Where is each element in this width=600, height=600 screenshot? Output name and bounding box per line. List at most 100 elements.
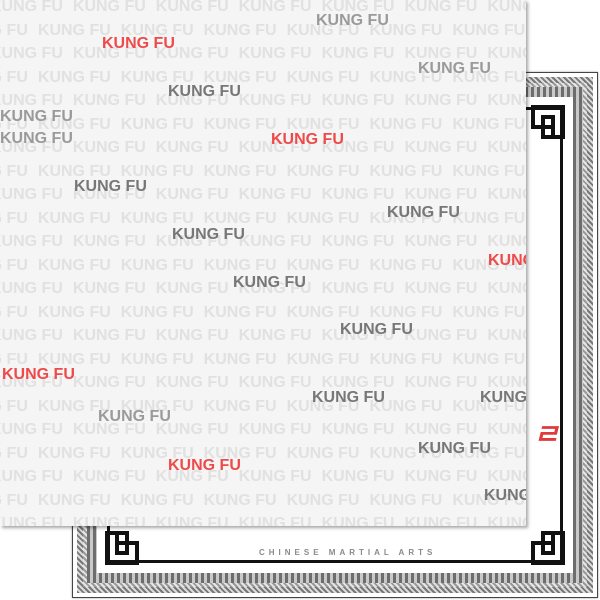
- pattern-text: KUNG FU: [203, 397, 277, 415]
- pattern-text: KUNG FU: [0, 280, 63, 297]
- pattern-text: KUNG FU: [72, 421, 146, 438]
- pattern-text: KUNG FU: [0, 139, 63, 156]
- pattern-text: KUNG FU: [452, 491, 526, 509]
- pattern-text: KUNG FU: [155, 45, 229, 62]
- pattern-text: KUNG FU: [72, 139, 146, 156]
- highlight-text: KUNG FU: [102, 35, 175, 52]
- pattern-text: KUNG FU: [369, 303, 443, 321]
- pattern-text: KUNG FU: [286, 162, 360, 180]
- pattern-text: KUNG FU: [286, 397, 360, 415]
- pattern-text: KUNG FU: [369, 444, 443, 462]
- pattern-text: KUNG FU: [155, 327, 229, 344]
- pattern-text: KUNG FU: [369, 21, 443, 39]
- pattern-text: KUNG FU: [0, 186, 63, 203]
- pattern-text: KUNG FU: [155, 421, 229, 438]
- pattern-text: KUNG FU: [286, 350, 360, 368]
- highlight-text: KUNG FU: [387, 204, 460, 221]
- pattern-text: KUNG FU: [37, 397, 111, 415]
- pattern-text: KUNG FU: [452, 350, 526, 368]
- pattern-text: KUNG FU: [286, 491, 360, 509]
- pattern-text: KUNG FU: [487, 421, 526, 438]
- pattern-text: KUNG FU: [321, 233, 395, 250]
- pattern-text: KUNG FU: [120, 21, 194, 39]
- pattern-text: KUNG FU: [238, 515, 312, 526]
- pattern-text: KUNG FU: [321, 327, 395, 344]
- pattern-text: KUNG FU: [238, 0, 312, 15]
- pattern-text: KUNG FU: [120, 397, 194, 415]
- pattern-text: KUNG FU: [321, 421, 395, 438]
- pattern-text: KUNG FU: [0, 21, 28, 39]
- pattern-text: KUNG FU: [72, 280, 146, 297]
- pattern-text: KUNG FU: [286, 209, 360, 227]
- pattern-text: KUNG FU: [0, 68, 28, 86]
- pattern-text: KUNG FU: [72, 327, 146, 344]
- pattern-text: KUNG FU: [487, 139, 526, 156]
- pattern-text: KUNG FU: [155, 139, 229, 156]
- pattern-text: KUNG FU: [120, 162, 194, 180]
- pattern-text: KUNG FU: [487, 327, 526, 344]
- pattern-text: KUNG FU: [369, 491, 443, 509]
- pattern-text: KUNG FU: [321, 280, 395, 297]
- pattern-text: KUNG FU: [321, 374, 395, 391]
- pattern-text: KUNG FU: [452, 397, 526, 415]
- pattern-text: KUNG FU: [487, 468, 526, 485]
- pattern-text: KUNG FU: [155, 92, 229, 109]
- pattern-text: KUNG FU: [404, 421, 478, 438]
- highlight-text: KUNG FU: [98, 408, 171, 425]
- pattern-text: KUNG FU: [487, 280, 526, 297]
- pattern-text: KUNG FU: [0, 374, 63, 391]
- pattern-text: KUNG FU: [238, 233, 312, 250]
- pattern-text: KUNG FU: [37, 68, 111, 86]
- pattern-text: KUNG FU: [120, 115, 194, 133]
- pattern-text: KUNG FU: [452, 115, 526, 133]
- pattern-text: KUNG FU: [0, 515, 63, 526]
- pattern-text: KUNG FU: [369, 256, 443, 274]
- pattern-text: KUNG FU: [0, 256, 28, 274]
- pattern-text: KUNG FU: [155, 233, 229, 250]
- pattern-text: KUNG FU: [286, 68, 360, 86]
- highlight-text: KUNG FU: [484, 487, 526, 504]
- pattern-text: KUNG FU: [321, 45, 395, 62]
- pattern-text: KUNG FU: [321, 515, 395, 526]
- pattern-text: KUNG FU: [72, 45, 146, 62]
- pattern-text: KUNG FU: [120, 68, 194, 86]
- pattern-text: KUNG FU: [155, 374, 229, 391]
- highlight-text: KUNG FU: [271, 131, 344, 148]
- pattern-text: KUNG FU: [120, 209, 194, 227]
- pattern-text: KUNG FU: [72, 374, 146, 391]
- highlight-text: KUNG FU: [312, 389, 385, 406]
- pattern-text: KUNG FU: [369, 397, 443, 415]
- pattern-text: KUNG FU: [369, 68, 443, 86]
- pattern-text: KUNG FU: [404, 0, 478, 15]
- highlight-text: KUNG FU: [233, 274, 306, 291]
- pattern-text: KUNG FU: [37, 444, 111, 462]
- pattern-text: KUNG FU: [286, 303, 360, 321]
- pattern-text: KUNG FU: [72, 0, 146, 15]
- highlight-text: KUNG FU: [2, 366, 75, 383]
- pattern-text: KUNG FU: [0, 491, 28, 509]
- highlight-text: KUNG FU: [74, 178, 147, 195]
- pattern-text: KUNG FU: [452, 21, 526, 39]
- pattern-text: KUNG FU: [0, 162, 28, 180]
- pattern-text: KUNG FU: [0, 303, 28, 321]
- pattern-text: KUNG FU: [238, 374, 312, 391]
- pattern-text: KUNG FU: [0, 233, 63, 250]
- pattern-text: KUNG FU: [404, 515, 478, 526]
- pattern-text: KUNG FU: [72, 186, 146, 203]
- pattern-text: KUNG FU: [203, 162, 277, 180]
- pattern-text: KUNG FU: [0, 350, 28, 368]
- pattern-text: KUNG FU: [203, 303, 277, 321]
- pattern-text: KUNG FU: [0, 0, 63, 15]
- highlight-text: KUNG FU: [340, 321, 413, 338]
